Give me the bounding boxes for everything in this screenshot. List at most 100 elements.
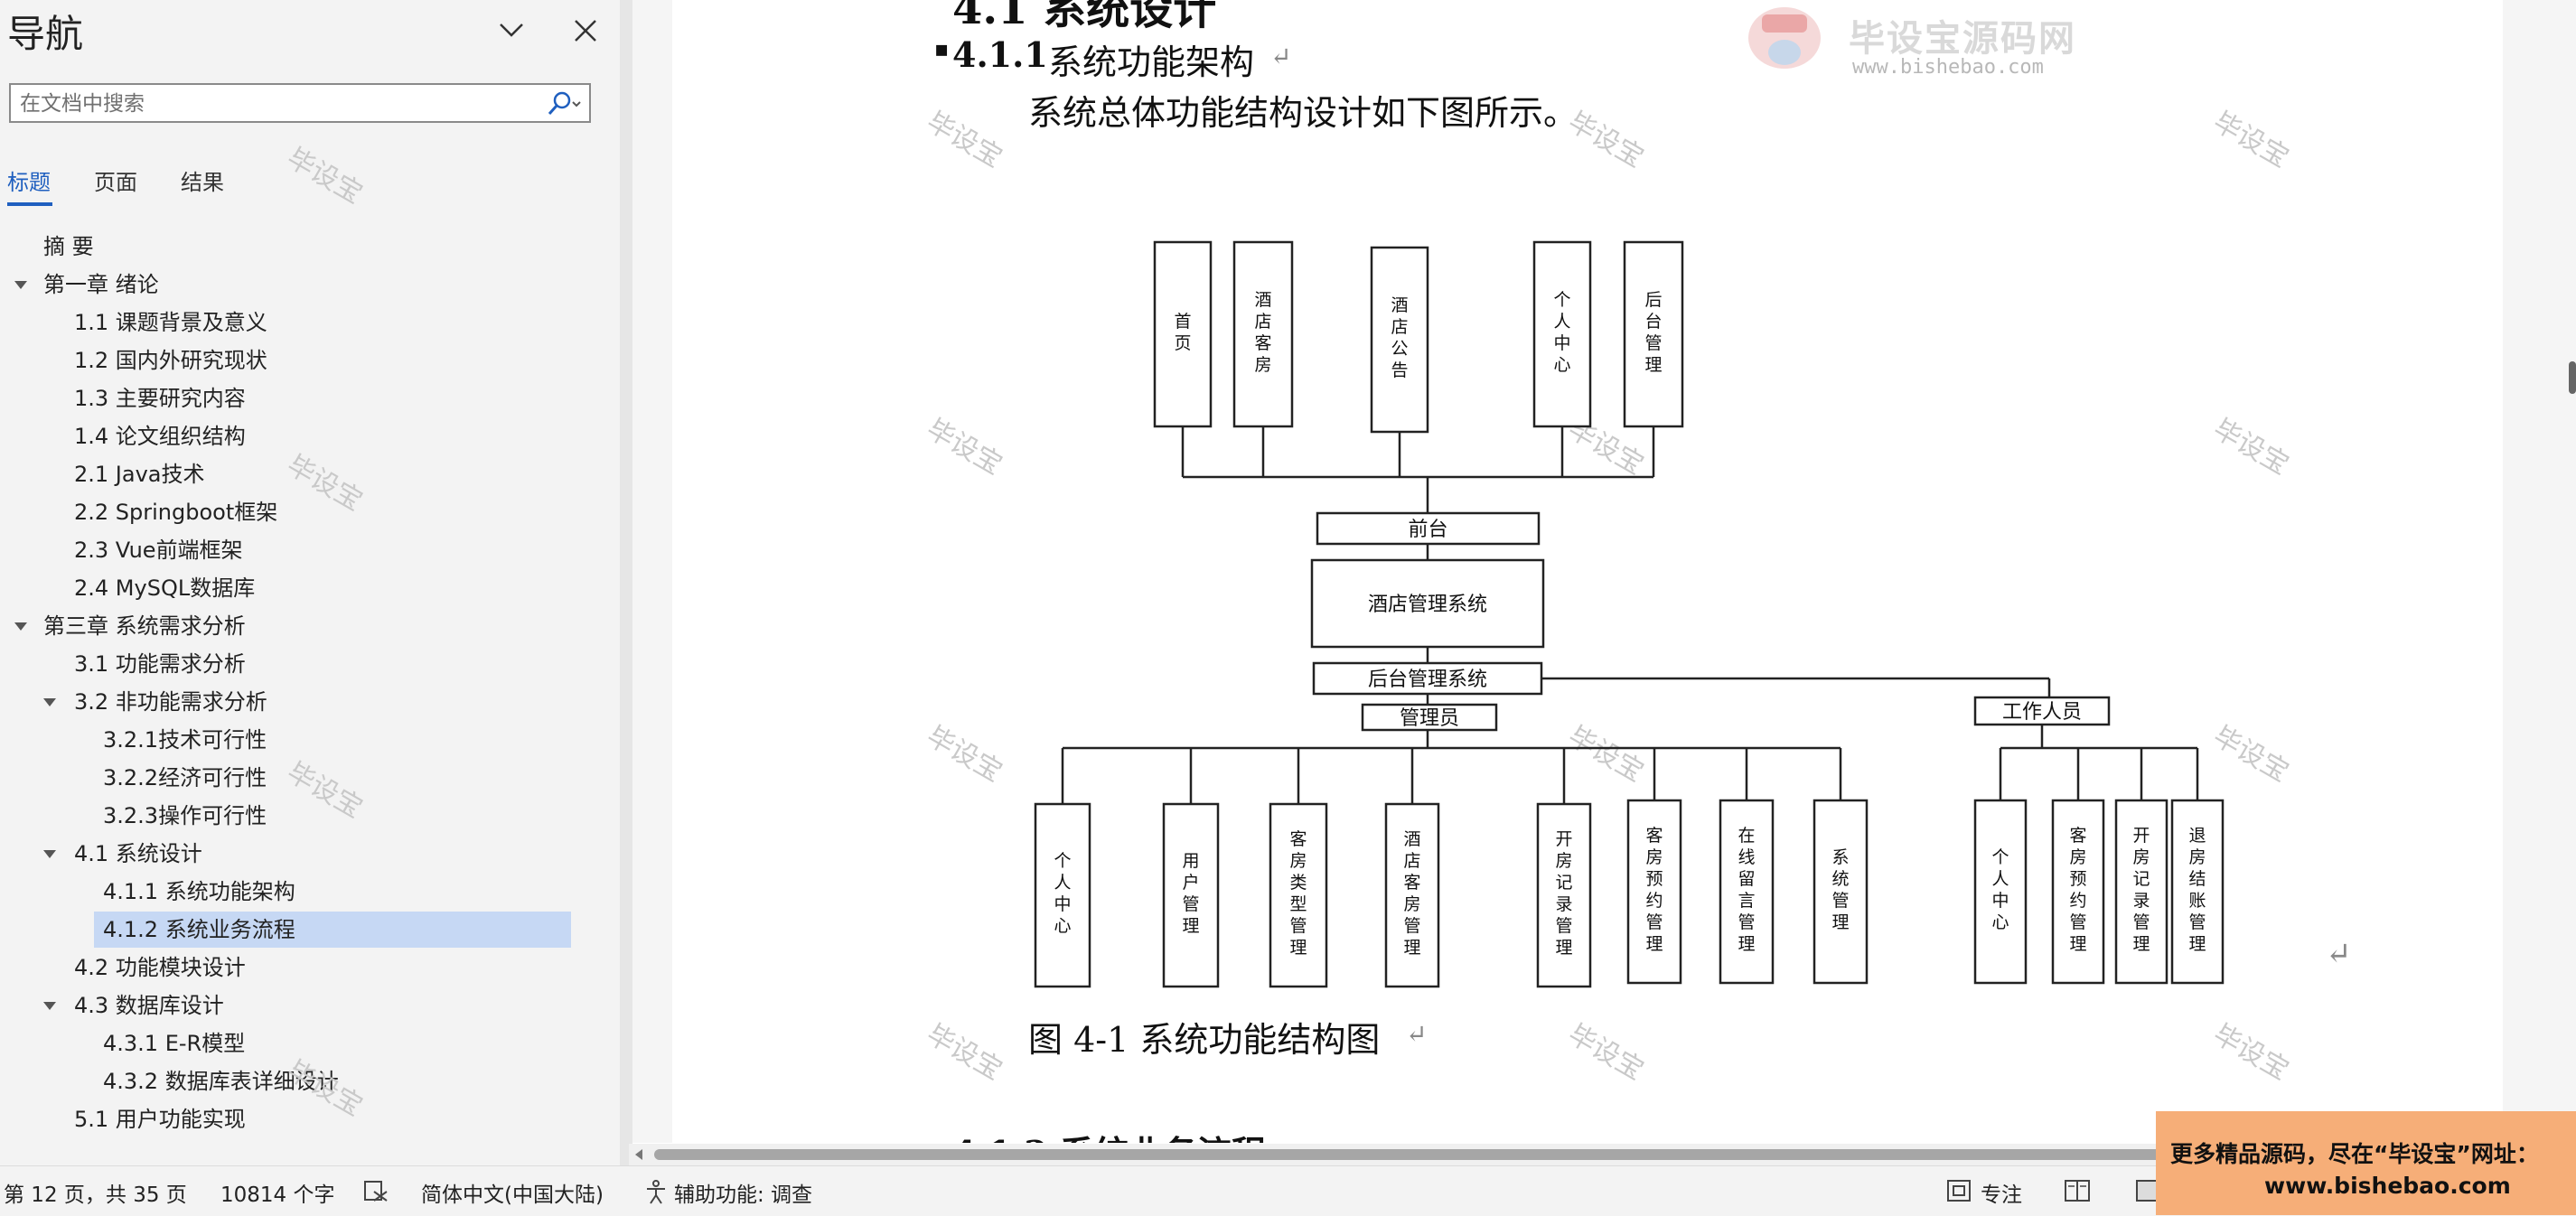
diagram-box <box>1361 703 1498 732</box>
nav-heading-item[interactable]: 4.3.2 数据库表详细设计 <box>0 1063 578 1099</box>
nav-heading-item[interactable]: 3.2 非功能需求分析 <box>0 684 578 720</box>
nav-heading-label: 4.2 功能模块设计 <box>74 955 246 980</box>
diagram-box <box>1312 661 1543 696</box>
nav-heading-label: 2.2 Springboot框架 <box>74 500 278 525</box>
nav-heading-label: 5.1 用户功能实现 <box>74 1107 246 1132</box>
nav-heading-label: 2.3 Vue前端框架 <box>74 538 243 563</box>
nav-heading-label: 摘 要 <box>43 234 94 259</box>
nav-heading-label: 4.1.2 系统业务流程 <box>103 917 295 942</box>
nav-heading-item[interactable]: 2.4 MySQL数据库 <box>0 570 578 606</box>
search-input[interactable] <box>18 85 546 123</box>
diagram-box <box>1973 799 2028 985</box>
nav-heading-label: 4.1.1 系统功能架构 <box>103 879 295 904</box>
nav-heading-item[interactable]: 3.2.1技术可行性 <box>0 722 578 758</box>
nav-heading-label: 2.4 MySQL数据库 <box>74 575 256 601</box>
diagram-box-label: 管理员 <box>1400 707 1459 730</box>
nav-heading-item[interactable]: 2.3 Vue前端框架 <box>0 532 578 568</box>
scroll-left-arrow-icon[interactable] <box>629 1144 651 1165</box>
promo-banner[interactable]: 更多精品源码，尽在“毕设宝”网址： www.bishebao.com <box>2156 1111 2576 1215</box>
nav-heading-label: 1.3 主要研究内容 <box>74 386 246 411</box>
heading-4-1-1-number: 4.1.1 <box>952 34 1048 75</box>
tab-results[interactable]: 结果 <box>181 170 224 195</box>
brand-name: 毕设宝源码网 <box>1849 18 2076 60</box>
nav-heading-item[interactable]: 摘 要 <box>0 229 578 265</box>
figure-caption: 图 4-1 系统功能结构图 <box>1028 1020 1381 1060</box>
diagram-box-label: 个人中心 <box>1991 847 2009 932</box>
pane-splitter[interactable] <box>620 0 632 1174</box>
diagram-box <box>1153 240 1213 428</box>
tab-headings[interactable]: 标题 <box>7 170 51 195</box>
diagram-box-label: 后台管理系统 <box>1368 669 1487 691</box>
nav-heading-item[interactable]: 第一章 绪论 <box>0 267 578 303</box>
nav-heading-item[interactable]: 1.3 主要研究内容 <box>0 380 578 416</box>
nav-heading-item[interactable]: 3.1 功能需求分析 <box>0 646 578 682</box>
search-icon[interactable] <box>539 89 585 119</box>
diagram-box-label: 客房预约管理 <box>2069 826 2086 954</box>
diagram-box-label: 用户管理 <box>1182 851 1199 936</box>
nav-heading-item[interactable]: 4.1.1 系统功能架构 <box>0 874 578 910</box>
nav-heading-item[interactable]: 2.2 Springboot框架 <box>0 494 578 530</box>
expand-triangle-icon[interactable] <box>43 850 56 858</box>
page-count[interactable]: 第 12 页，共 35 页 <box>4 1183 187 1207</box>
diagram-box <box>1162 802 1220 988</box>
nav-heading-item[interactable]: 4.2 功能模块设计 <box>0 949 578 986</box>
nav-heading-item[interactable]: 4.3 数据库设计 <box>0 987 578 1024</box>
diagram-box-label: 客房预约管理 <box>1645 826 1663 954</box>
nav-heading-label: 1.1 课题背景及意义 <box>74 310 267 335</box>
tab-pages[interactable]: 页面 <box>94 170 137 195</box>
nav-heading-label: 4.3.1 E-R模型 <box>103 1031 246 1056</box>
vertical-scroll-thumb[interactable] <box>2569 361 2576 394</box>
diagram-box-label: 前台 <box>1408 519 1447 541</box>
diagram-box-label: 个人中心 <box>1553 290 1570 375</box>
nav-heading-item[interactable]: 3.2.2经济可行性 <box>0 760 578 796</box>
expand-triangle-icon[interactable] <box>43 698 56 706</box>
nav-heading-item[interactable]: 4.1 系统设计 <box>0 836 578 872</box>
language-status[interactable]: 简体中文(中国大陆) <box>421 1183 604 1207</box>
nav-heading-item[interactable]: 4.1.2 系统业务流程 <box>94 912 571 948</box>
nav-heading-label: 3.1 功能需求分析 <box>74 651 246 677</box>
diagram-box <box>1370 246 1429 434</box>
nav-heading-label: 1.4 论文组织结构 <box>74 424 246 449</box>
horizontal-scroll-thumb[interactable] <box>654 1149 2371 1160</box>
body-paragraph: 系统总体功能结构设计如下图所示。 <box>1028 93 1578 133</box>
nav-heading-label: 3.2.3操作可行性 <box>103 803 267 828</box>
nav-search-box <box>9 83 591 123</box>
diagram-box-label: 首页 <box>1174 312 1191 353</box>
close-icon[interactable] <box>567 13 604 49</box>
nav-heading-item[interactable]: 3.2.3操作可行性 <box>0 798 578 834</box>
diagram-box <box>1626 799 1682 985</box>
diagram-box <box>1034 802 1091 988</box>
chevron-down-icon[interactable] <box>493 13 529 49</box>
accessibility-status[interactable]: 辅助功能: 调查 <box>674 1183 813 1207</box>
next-heading: 4.1.2 系统业务流程 <box>952 1126 1266 1143</box>
accessibility-icon[interactable] <box>643 1179 669 1210</box>
focus-icon[interactable] <box>1946 1179 1972 1208</box>
diagram-box-label: 客房类型管理 <box>1289 829 1307 958</box>
brand-watermark: 毕设宝源码网 www.bishebao.com <box>1735 2 2096 83</box>
brand-logo-icon <box>1735 2 1834 83</box>
focus-mode-button[interactable]: 专注 <box>1981 1183 2022 1207</box>
paragraph-mark-icon: ↵ <box>1406 1019 1428 1049</box>
proofing-icon[interactable] <box>363 1179 389 1208</box>
nav-heading-item[interactable]: 第三章 系统需求分析 <box>0 608 578 644</box>
nav-heading-item[interactable]: 1.1 课题背景及意义 <box>0 304 578 341</box>
diagram-box <box>1269 802 1328 988</box>
word-count[interactable]: 10814 个字 <box>220 1183 335 1207</box>
nav-heading-label: 第一章 绪论 <box>43 272 159 297</box>
expand-triangle-icon[interactable] <box>43 1002 56 1010</box>
expand-triangle-icon[interactable] <box>14 281 27 289</box>
nav-heading-item[interactable]: 1.2 国内外研究现状 <box>0 342 578 379</box>
nav-heading-item[interactable]: 5.1 用户功能实现 <box>0 1101 578 1137</box>
nav-heading-item[interactable]: 4.3.1 E-R模型 <box>0 1025 578 1062</box>
diagram-box-label: 酒店客房管理 <box>1403 829 1420 958</box>
heading-4-1: 4.1 系统设计 <box>952 0 1217 34</box>
nav-heading-item[interactable]: 2.1 Java技术 <box>0 456 578 492</box>
expand-triangle-icon[interactable] <box>14 622 27 631</box>
status-bar: 第 12 页，共 35 页 10814 个字 简体中文(中国大陆) 辅助功能: … <box>0 1165 2576 1216</box>
diagram-box <box>1232 240 1294 428</box>
diagram-box-label: 酒店客房 <box>1254 290 1271 375</box>
diagram-box-label: 酒店管理系统 <box>1368 594 1487 616</box>
nav-heading-item[interactable]: 1.4 论文组织结构 <box>0 418 578 454</box>
read-mode-icon[interactable] <box>2064 1179 2091 1208</box>
